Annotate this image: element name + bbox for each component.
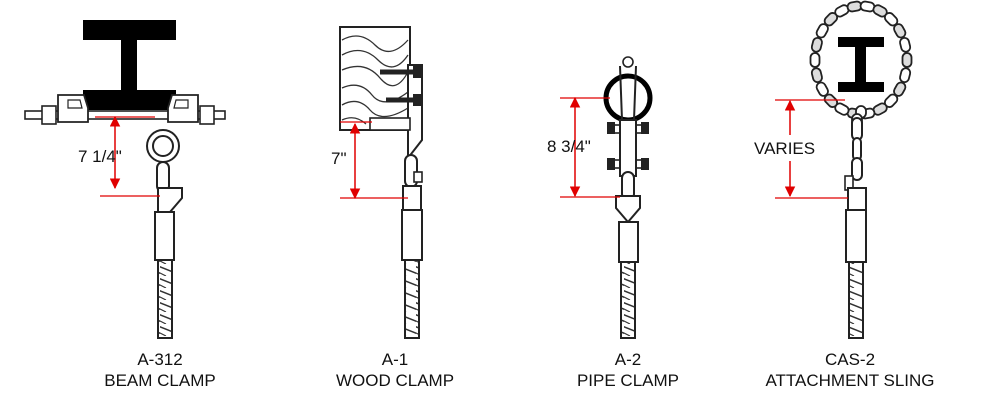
pipe-icon	[603, 73, 653, 123]
caption-name: WOOD CLAMP	[335, 371, 455, 390]
beam-clamp-drawing: 7 1/4"	[24, 20, 226, 339]
i-beam-icon	[838, 37, 884, 92]
beam-clamp-dimension: 7 1/4"	[78, 147, 122, 166]
caption-name: PIPE CLAMP	[576, 371, 680, 390]
rope	[620, 261, 636, 339]
caption-name: ATTACHMENT SLING	[765, 371, 935, 390]
rope	[157, 259, 173, 339]
rope	[848, 261, 864, 339]
caption-beam-clamp: A-312 BEAM CLAMP	[60, 349, 260, 391]
wood-clamp-dimension: 7"	[331, 149, 347, 168]
caption-code: A-312	[137, 350, 183, 369]
attachment-sling-dimension: VARIES	[754, 139, 815, 158]
chain-link	[815, 81, 829, 97]
caption-code: CAS-2	[824, 350, 876, 369]
chain-link	[899, 67, 912, 84]
caption-code: A-1	[381, 350, 409, 369]
caption-wood-clamp: A-1 WOOD CLAMP	[295, 349, 495, 391]
chain-link	[901, 52, 913, 68]
chain-link	[809, 52, 821, 68]
chain-link	[893, 23, 907, 39]
pipe-clamp-dimension: 8 3/4"	[547, 137, 591, 156]
attachment-sling-drawing: VARIES	[752, 0, 913, 339]
wood-clamp-drawing: 7"	[331, 26, 423, 339]
chain-link	[899, 36, 912, 53]
caption-name: BEAM CLAMP	[104, 371, 216, 390]
chain-link	[810, 36, 823, 53]
caption-code: A-2	[614, 350, 642, 369]
rope	[404, 259, 420, 339]
pipe-clamp-drawing: 8 3/4"	[547, 56, 653, 339]
chain-link	[810, 67, 823, 84]
i-beam-icon	[83, 20, 176, 110]
caption-pipe-clamp: A-2 PIPE CLAMP	[528, 349, 728, 391]
caption-attachment-sling: CAS-2 ATTACHMENT SLING	[740, 349, 960, 391]
